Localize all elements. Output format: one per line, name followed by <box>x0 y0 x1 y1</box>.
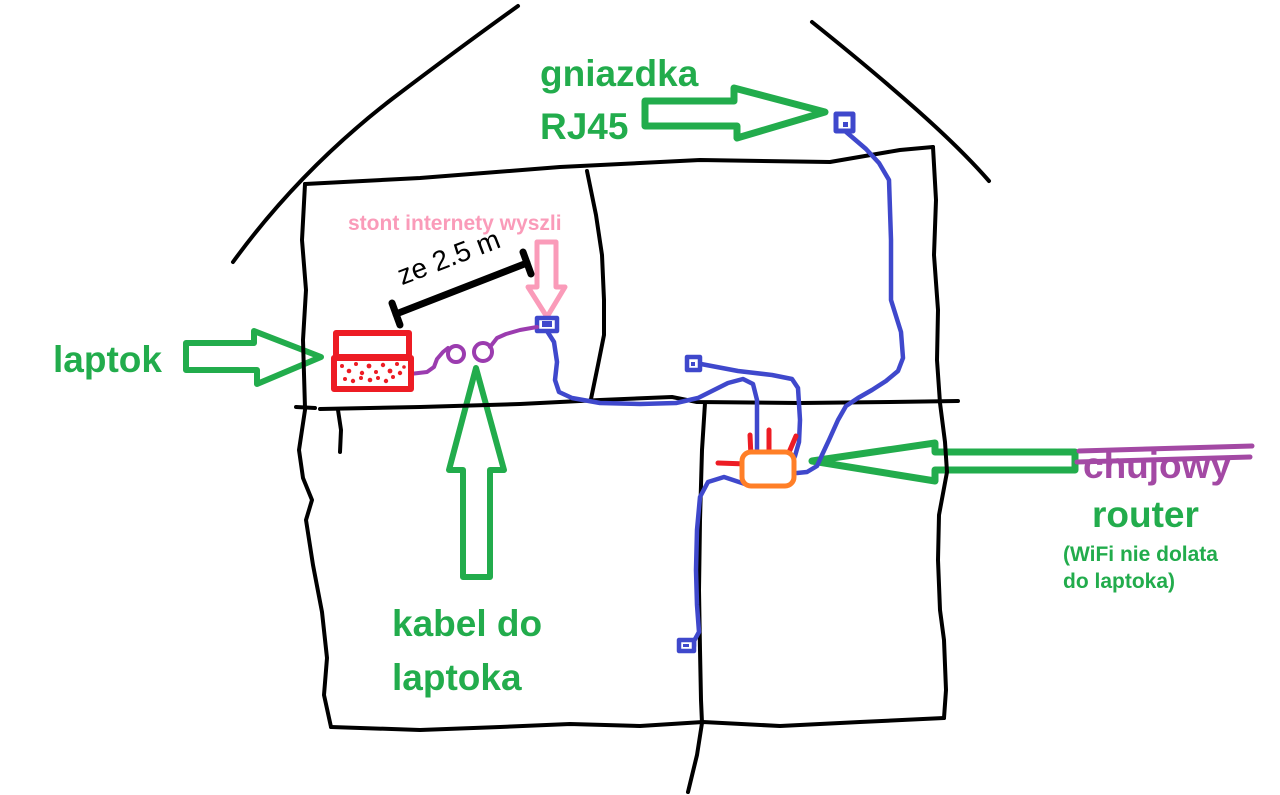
ethernet-cables <box>544 128 906 649</box>
house-outline <box>231 4 991 794</box>
patch-cable-coil-1 <box>446 344 466 364</box>
dimension-tick-left <box>388 299 404 329</box>
patch-cable-right <box>488 325 539 349</box>
cable-laptop-socket-to-router <box>544 328 760 458</box>
upper-floor-top-wall <box>303 145 935 186</box>
rj45-socket-laptop-room-pin <box>542 321 552 327</box>
bottom-wall <box>329 716 946 732</box>
laptop-screen <box>333 330 412 360</box>
router <box>715 427 799 489</box>
rj45-sockets <box>534 111 856 654</box>
laptop-arrow <box>183 328 324 387</box>
laptop-cable-arrow <box>446 365 507 580</box>
cable-router-to-bottom-socket <box>691 474 748 649</box>
lower-floor-left-wall <box>297 408 333 729</box>
laptop-keyboard-keys <box>340 362 406 384</box>
isp-note-arrow <box>525 239 568 320</box>
right-wall <box>931 145 949 720</box>
isp-note-label: stont internety wyszli <box>348 212 562 235</box>
router-arrow <box>808 439 1079 485</box>
cable-wall-socket-to-router <box>698 361 803 465</box>
router-note-line1: (WiFi nie dolata <box>1063 543 1218 566</box>
patch-cable-coil-2 <box>472 341 494 363</box>
rj45-sockets-arrow <box>641 84 829 142</box>
floor-divider-dash <box>294 405 317 410</box>
laptop <box>331 330 414 392</box>
rj45-socket-bottom-pin <box>683 644 689 647</box>
patch-cable-left <box>408 346 450 376</box>
strikethrough-line-2 <box>1074 454 1253 465</box>
floor-divider-line <box>318 395 960 411</box>
dimension-tick-right <box>519 248 535 278</box>
rj45-sockets-label-line1: gniazdka <box>540 53 699 94</box>
roof-left-line <box>231 4 520 264</box>
laptop-patch-cable <box>408 325 539 376</box>
upper-rooms-divider-wall <box>585 169 606 401</box>
laptop-label: laptok <box>53 339 162 380</box>
laptop-cable-label-line1: kabel do <box>392 603 542 644</box>
strikethrough-lines <box>1074 443 1255 465</box>
upper-floor-left-wall <box>300 182 308 410</box>
router-body <box>739 449 797 489</box>
dimension-line <box>392 259 531 318</box>
roof-right-line <box>810 20 991 183</box>
rj45-sockets-label-line2: RJ45 <box>540 106 628 147</box>
router-note-line2: do laptoka) <box>1063 570 1175 593</box>
wall-stub <box>336 408 343 454</box>
rj45-socket-attic-pin <box>843 122 848 127</box>
lower-rooms-divider-wall <box>686 401 707 794</box>
distance-dimension <box>388 248 535 329</box>
cable-attic-socket-to-router <box>794 128 906 476</box>
router-label: router <box>1092 494 1199 535</box>
callout-arrows <box>183 84 1079 580</box>
strikethrough-line-1 <box>1076 443 1255 454</box>
laptop-cable-label-line2: laptoka <box>392 657 522 698</box>
router-label-crossed-out: chujowy <box>1083 445 1231 486</box>
rj45-socket-hall-pin <box>691 362 695 366</box>
